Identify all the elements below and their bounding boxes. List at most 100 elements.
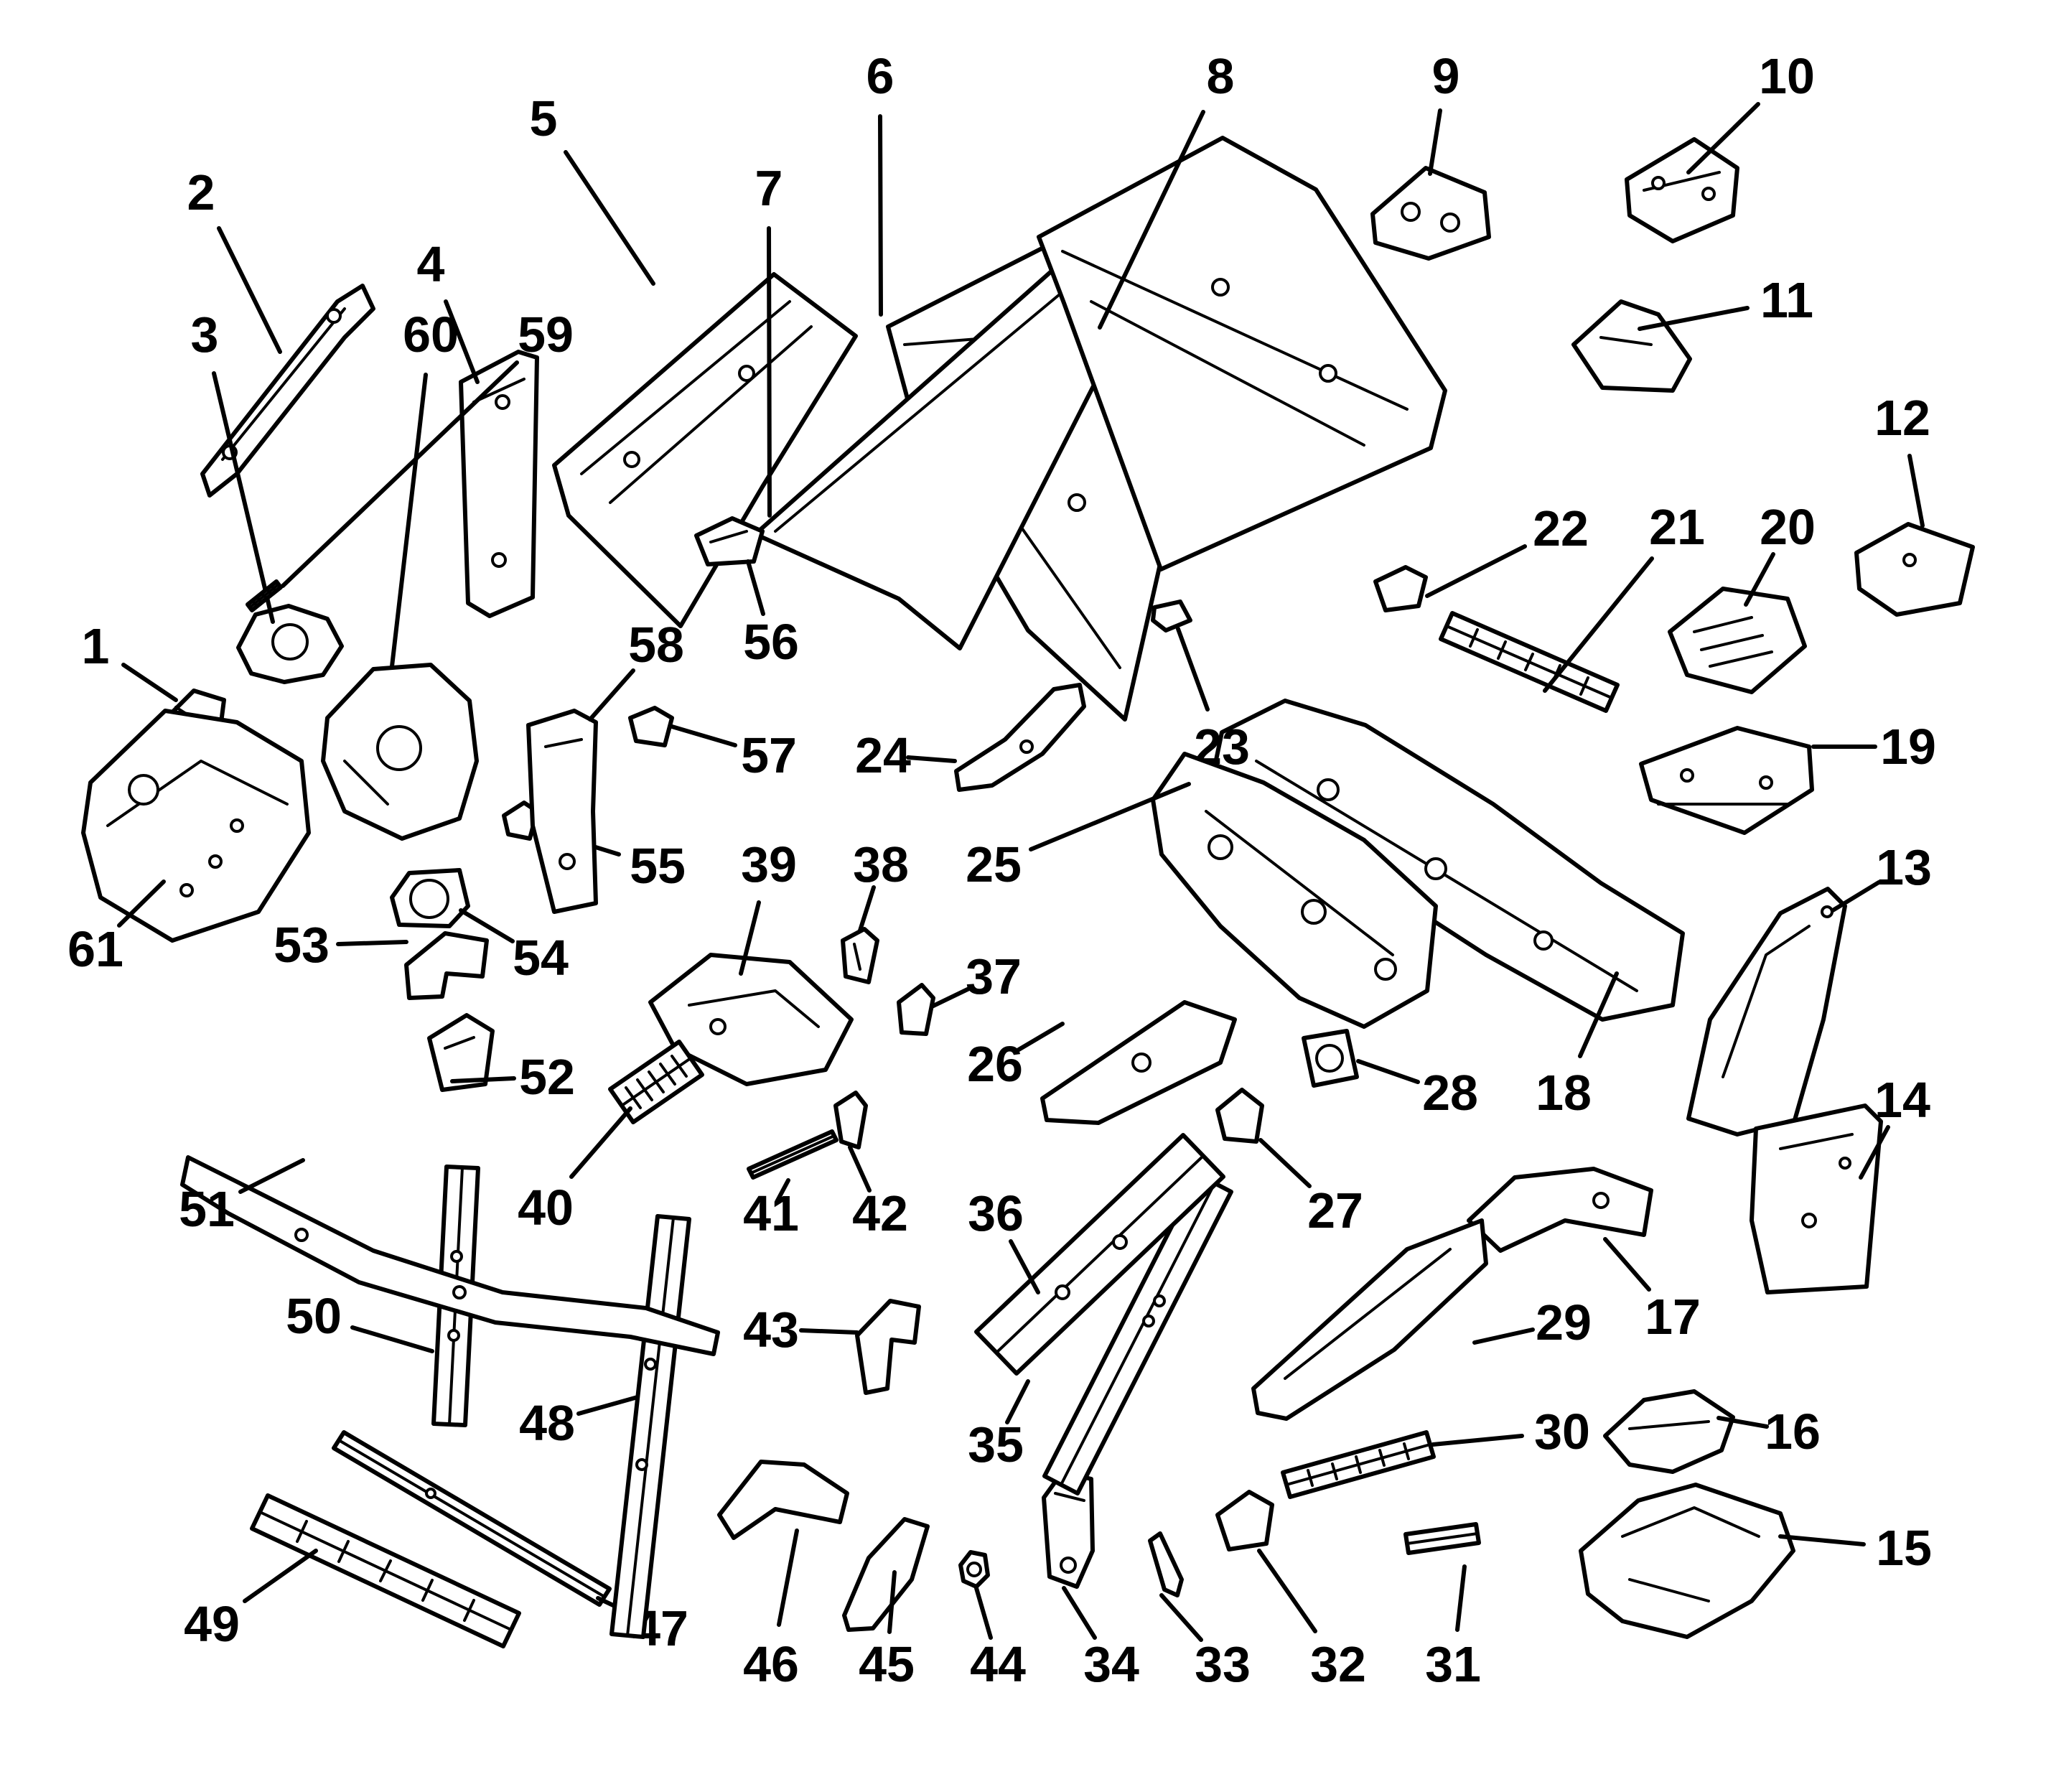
part-number-label-3: 3	[191, 307, 219, 363]
leader-line-52	[450, 1076, 516, 1083]
part-31-drawing	[1403, 1522, 1481, 1555]
part-number-label-4: 4	[417, 236, 445, 292]
part-23-drawing	[1151, 599, 1192, 633]
leader-line-42	[848, 1145, 872, 1193]
leader-line-24	[906, 755, 957, 763]
part-number-label-11: 11	[1760, 272, 1813, 328]
part-4-group: 4	[417, 236, 539, 618]
leader-line-58	[588, 668, 635, 722]
part-number-label-49: 49	[184, 1596, 240, 1652]
part-40-drawing	[608, 1040, 704, 1124]
part-11-group: 11	[1571, 272, 1813, 393]
part-13-drawing	[1686, 887, 1847, 1137]
leader-line-30	[1431, 1434, 1524, 1447]
part-16-drawing	[1603, 1389, 1735, 1474]
part-number-label-15: 15	[1876, 1520, 1932, 1576]
part-number-label-57: 57	[741, 727, 797, 783]
part-61-drawing	[81, 709, 311, 943]
part-number-label-16: 16	[1765, 1404, 1821, 1460]
part-number-label-45: 45	[859, 1636, 915, 1692]
part-59-group: 59	[246, 307, 574, 612]
part-27-drawing	[1215, 1088, 1264, 1144]
part-number-label-30: 30	[1534, 1404, 1590, 1460]
part-number-label-28: 28	[1422, 1065, 1478, 1121]
part-33-drawing	[1148, 1531, 1184, 1597]
leader-line-51	[238, 1158, 305, 1194]
part-47-group: 47	[332, 1430, 688, 1656]
part-34-drawing	[1042, 1470, 1095, 1589]
part-40-group: 40	[518, 1040, 704, 1236]
part-21-drawing	[1439, 611, 1620, 713]
part-number-label-22: 22	[1533, 500, 1589, 556]
part-number-label-34: 34	[1083, 1636, 1139, 1692]
part-48-drawing	[609, 1214, 691, 1639]
part-38-drawing	[841, 927, 879, 984]
part-number-label-12: 12	[1874, 390, 1930, 446]
part-number-label-50: 50	[286, 1288, 342, 1344]
part-number-label-35: 35	[968, 1417, 1024, 1473]
part-number-label-33: 33	[1195, 1636, 1251, 1692]
part-number-label-40: 40	[518, 1180, 574, 1236]
leader-line-6	[878, 114, 883, 317]
leader-line-49	[243, 1549, 318, 1603]
part-19-drawing	[1639, 726, 1814, 835]
part-12-drawing	[1854, 522, 1975, 617]
part-42-drawing	[833, 1091, 868, 1149]
part-number-label-25: 25	[966, 836, 1022, 892]
part-46-group: 46	[717, 1460, 849, 1692]
part-number-label-13: 13	[1876, 839, 1932, 895]
part-57-drawing	[628, 706, 674, 747]
part-13-group: 13	[1686, 839, 1932, 1137]
part-49-drawing	[250, 1493, 521, 1648]
leader-line-15	[1778, 1534, 1866, 1546]
part-51-group: 51	[179, 1155, 720, 1356]
part-28-drawing	[1302, 1029, 1359, 1088]
part-37-group: 37	[897, 948, 1022, 1036]
part-number-label-44: 44	[970, 1636, 1026, 1692]
part-12-group: 12	[1854, 390, 1975, 617]
leader-line-11	[1638, 306, 1750, 331]
part-44-drawing	[958, 1550, 990, 1589]
part-number-label-31: 31	[1425, 1636, 1481, 1692]
part-54-drawing	[390, 868, 470, 928]
part-31-group: 31	[1403, 1522, 1481, 1692]
leader-line-54	[459, 908, 515, 943]
part-number-label-26: 26	[967, 1036, 1023, 1092]
leader-line-38	[858, 885, 876, 933]
part-34-group: 34	[1042, 1470, 1139, 1692]
part-number-label-9: 9	[1432, 48, 1460, 104]
leader-line-39	[739, 900, 761, 976]
part-2-group: 2	[187, 164, 375, 498]
part-51-drawing	[180, 1155, 720, 1356]
part-44-group: 44	[958, 1550, 1026, 1692]
part-52-drawing	[427, 1013, 495, 1092]
part-number-label-58: 58	[628, 617, 684, 673]
part-18-group: 18	[1213, 699, 1685, 1121]
part-27-group: 27	[1215, 1088, 1363, 1238]
leader-line-10	[1686, 102, 1760, 174]
leader-line-26	[1017, 1022, 1065, 1052]
part-number-label-2: 2	[187, 164, 215, 220]
part-45-drawing	[842, 1517, 930, 1632]
part-56-drawing	[694, 516, 765, 566]
part-16-group: 16	[1603, 1389, 1821, 1474]
part-number-label-43: 43	[743, 1302, 799, 1358]
part-5-group: 5	[530, 90, 858, 628]
part-60-group: 60	[321, 307, 479, 841]
part-number-label-29: 29	[1536, 1294, 1592, 1350]
leader-line-20	[1744, 552, 1775, 607]
leader-line-14	[1859, 1125, 1890, 1180]
part-53-group: 53	[274, 917, 489, 1000]
leader-line-40	[569, 1106, 632, 1179]
leader-line-31	[1455, 1564, 1467, 1632]
leader-line-44	[974, 1586, 993, 1640]
part-32-group: 32	[1215, 1490, 1366, 1692]
part-3-group: 3	[191, 307, 344, 684]
leader-line-56	[746, 559, 765, 616]
part-35-group: 35	[968, 1172, 1233, 1495]
leader-line-5	[564, 150, 655, 286]
part-53-drawing	[404, 931, 489, 1000]
part-number-label-10: 10	[1759, 48, 1815, 104]
